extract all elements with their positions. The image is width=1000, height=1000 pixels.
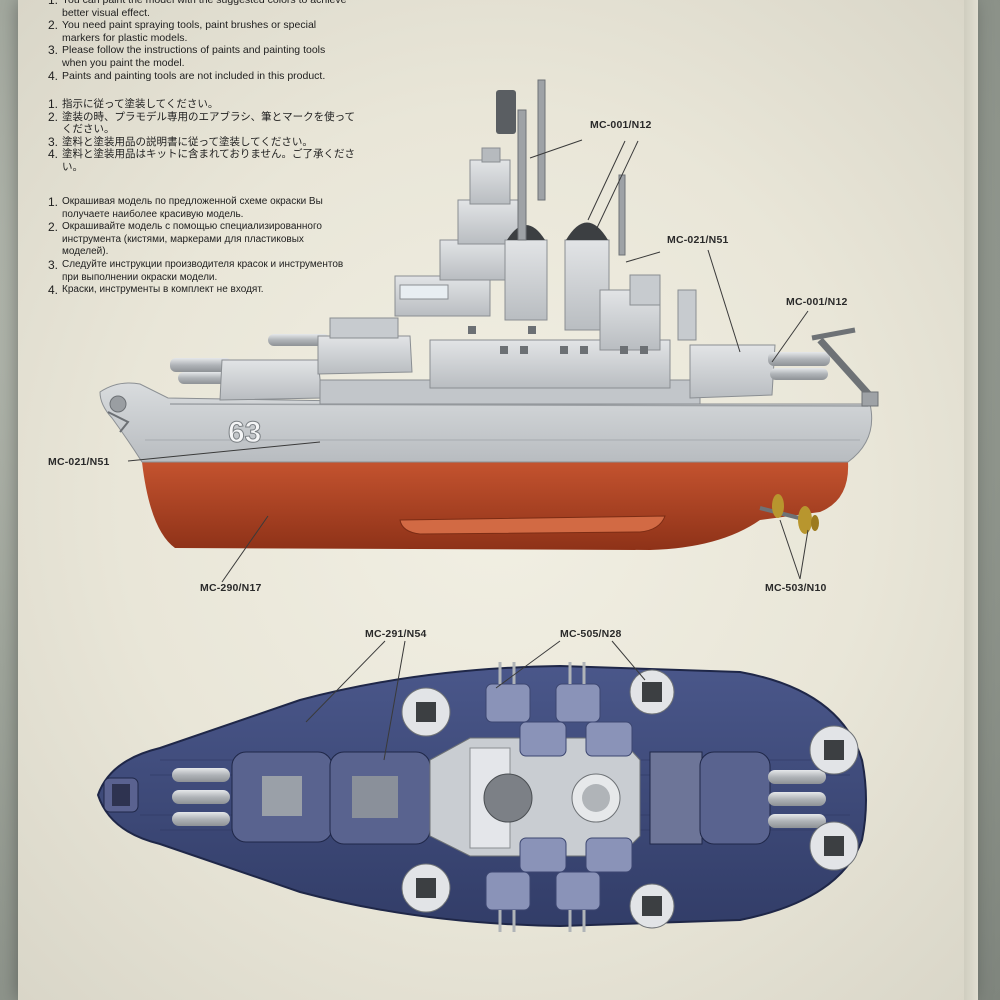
instruction-text: Окрашивайте модель с помощью специализир…	[62, 221, 322, 258]
hull-number: 63	[228, 416, 261, 449]
instruction-text: Следуйте инструкции производителя красок…	[62, 258, 344, 283]
instruction-item: 3.Следуйте инструкции производителя крас…	[48, 259, 348, 284]
lower-hull	[142, 462, 849, 550]
instruction-item: 1.You can paint the model with the sugge…	[48, 0, 348, 19]
instruction-item: 1.Окрашивая модель по предложенной схеме…	[48, 196, 348, 221]
instruction-text: Please follow the instructions of paints…	[62, 44, 326, 69]
upper-hull	[99, 382, 873, 463]
forward-turret-1	[219, 359, 323, 401]
side-view-ship: 63	[99, 79, 879, 550]
instruction-text: You need paint spraying tools, paint bru…	[62, 19, 317, 44]
instruction-text: Краски, инструменты в комплект не входят…	[62, 284, 264, 296]
bilge-keel	[399, 515, 666, 535]
instruction-text: 塗料と塗装用品はキットに含まれておりません。ご了承ください。	[62, 148, 356, 173]
rear-turret-barrels	[768, 770, 826, 828]
instruction-item: 2.You need paint spraying tools, paint b…	[48, 19, 348, 44]
label-crane-color: MC-001/N12	[786, 296, 848, 308]
japanese-instructions: 1.指示に従って塗装してください。 2.塗装の時、プラモデル専用のエアブラシ、筆…	[48, 98, 358, 174]
instruction-text: 指示に従って塗装してください。	[62, 98, 219, 110]
instruction-text: You can paint the model with the suggest…	[62, 0, 347, 19]
rear-turret	[689, 344, 776, 399]
instruction-text: 塗装の時、プラモデル専用のエアブラシ、筆とマークを使ってください。	[62, 110, 356, 136]
instruction-item: 4.Краски, инструменты в комплект не вход…	[48, 283, 264, 298]
label-bottom-color: MC-290/N17	[200, 582, 262, 594]
label-deck-color: MC-291/N54	[365, 628, 427, 640]
label-superstructure-color: MC-021/N51	[667, 234, 729, 246]
label-propeller-color: MC-503/N10	[765, 582, 827, 594]
instruction-text: Paints and painting tools are not includ…	[62, 69, 326, 82]
instruction-item: 3.Please follow the instructions of pain…	[48, 44, 348, 69]
label-hull-color: MC-021/N51	[48, 456, 110, 468]
label-mast-color: MC-001/N12	[590, 119, 652, 131]
instruction-item: 2.塗装の時、プラモデル専用のエアブラシ、筆とマークを使ってください。	[48, 110, 358, 136]
instruction-item: 1.指示に従って塗装してください。	[48, 97, 219, 111]
instruction-item: 4.Paints and painting tools are not incl…	[48, 68, 326, 83]
label-turret-color: MC-505/N28	[560, 628, 622, 640]
russian-instructions: 1.Окрашивая модель по предложенной схеме…	[48, 196, 348, 297]
side-view-leader-lines	[127, 139, 809, 583]
page-edge	[964, 0, 978, 1000]
aircraft-crane	[811, 327, 879, 407]
forward-mast	[517, 109, 527, 241]
propellers	[759, 494, 819, 534]
instruction-item: 4.塗料と塗装用品はキットに含まれておりません。ご了承ください。	[48, 148, 358, 173]
instruction-text: 塗料と塗装用品の説明書に従って塗装してください。	[62, 135, 313, 148]
forward-turret-2	[317, 335, 413, 375]
instruction-item: 3.塗料と塗装用品の説明書に従って塗装してください。	[48, 134, 313, 149]
english-instructions: 1.You can paint the model with the sugge…	[48, 0, 348, 82]
aft-mast	[618, 174, 626, 256]
instruction-text: Окрашивая модель по предложенной схеме о…	[62, 196, 323, 220]
top-view-leader-lines	[305, 640, 646, 761]
instruction-item: 2.Окрашивайте модель с помощью специализ…	[48, 221, 348, 259]
top-view-ship	[96, 662, 867, 932]
